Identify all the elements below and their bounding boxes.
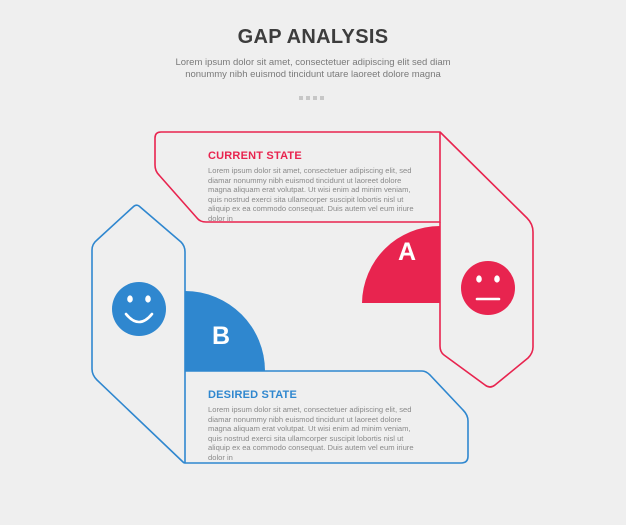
current-vertical-outline (439, 131, 534, 388)
dot (306, 96, 310, 100)
desired-state-title: DESIRED STATE (208, 389, 297, 401)
pagination-dots (299, 96, 324, 100)
current-letter: A (397, 238, 417, 266)
smile-face-icon (112, 282, 166, 336)
page-title: GAP ANALYSIS (237, 26, 389, 48)
page-subtitle: Lorem ipsum dolor sit amet, consectetuer… (175, 57, 451, 80)
dot (320, 96, 324, 100)
desired-text-box (185, 370, 469, 464)
neutral-face-icon (461, 261, 515, 315)
current-quarter-circle (362, 226, 440, 303)
dot (313, 96, 317, 100)
desired-vertical-outline (91, 204, 186, 464)
desired-state-text: Lorem ipsum dolor sit amet, consectetuer… (208, 405, 414, 462)
current-text-box (154, 131, 441, 223)
dot (299, 96, 303, 100)
desired-quarter-circle (185, 291, 265, 371)
current-state-title: CURRENT STATE (208, 150, 302, 162)
desired-letter: B (211, 322, 231, 350)
current-state-text: Lorem ipsum dolor sit amet, consectetuer… (208, 166, 414, 223)
